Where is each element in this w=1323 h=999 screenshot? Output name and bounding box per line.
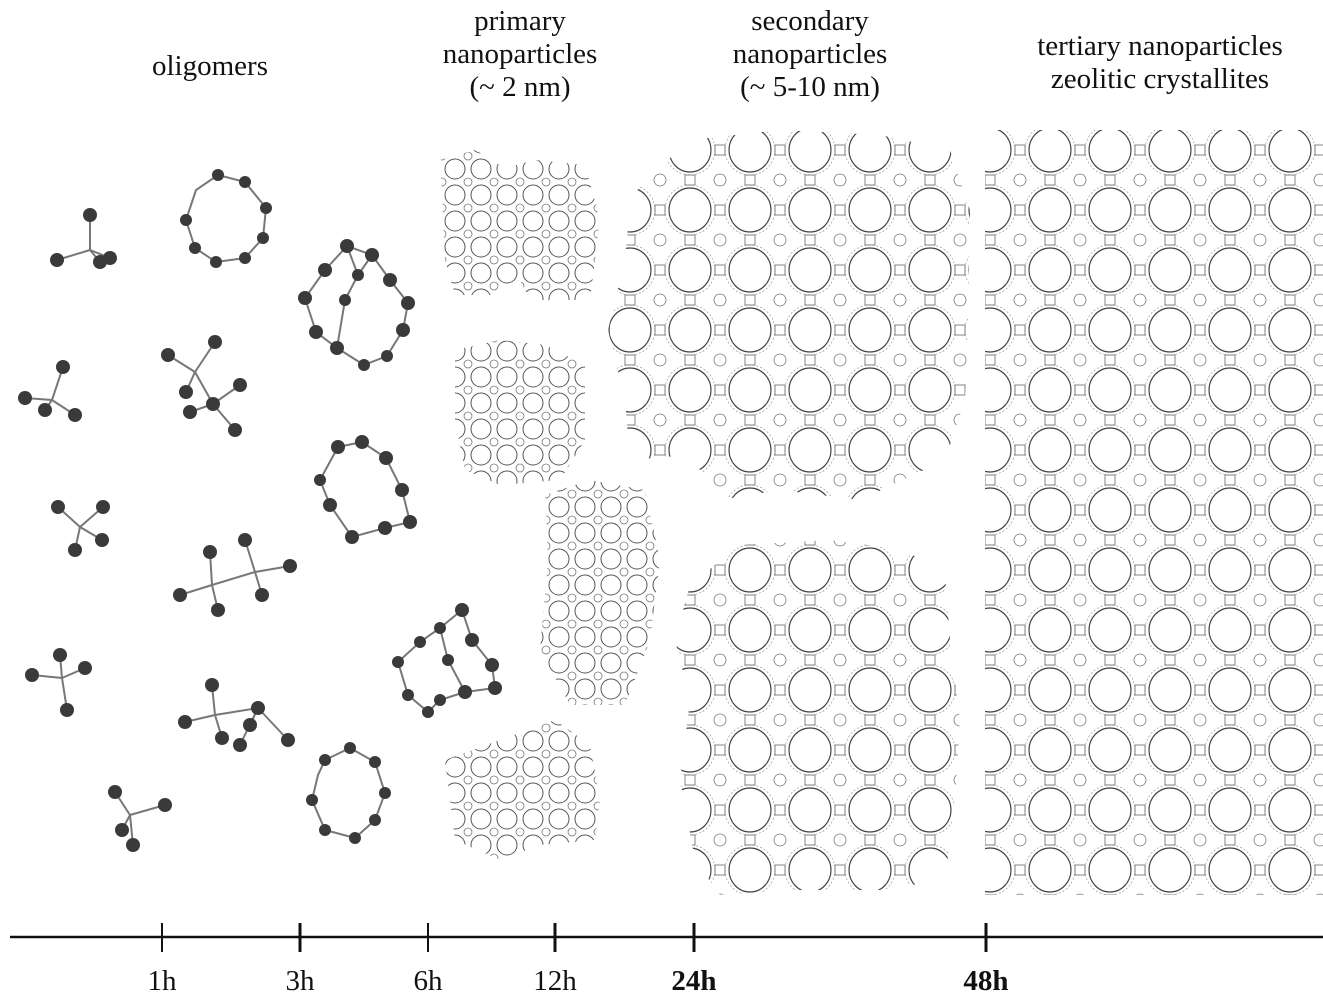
- oligomer-ring: [314, 435, 417, 544]
- timeline-tick-label: 12h: [533, 965, 577, 997]
- stage-label-line: nanoparticles: [442, 38, 598, 70]
- timeline-tick-label: 3h: [286, 965, 316, 997]
- secondary-nanoparticle: [608, 130, 970, 500]
- stage-label-line: tertiary nanoparticles: [1037, 30, 1283, 62]
- stage-label-line: (~ 5-10 nm): [740, 71, 880, 103]
- oligomer-ring: [180, 169, 272, 268]
- primary-nanoparticle: [455, 340, 585, 485]
- oligomer-dimer: [173, 533, 297, 617]
- secondary-nanoparticle: [675, 540, 960, 895]
- timeline-tick-label: 6h: [414, 965, 444, 997]
- oligomer-dimer: [161, 335, 247, 437]
- timeline-tick-label: 48h: [963, 965, 1008, 997]
- stage-label-secondary: secondary nanoparticles (~ 5-10 nm): [680, 5, 940, 104]
- oligomer-cage: [392, 603, 502, 718]
- stage-label-primary: primary nanoparticles (~ 2 nm): [400, 5, 640, 104]
- primary-nanoparticle: [440, 150, 600, 300]
- timeline-axis: 1h 3h 6h 12h 24h 48h: [10, 923, 1323, 997]
- oligomer-monomer: [18, 360, 82, 422]
- oligomer-monomer: [108, 785, 172, 852]
- stage-label-line: (~ 2 nm): [469, 71, 571, 103]
- stage-label-line: primary: [474, 5, 566, 37]
- oligomer-monomer: [25, 648, 92, 717]
- primary-nanoparticle: [540, 480, 660, 705]
- stage-label-tertiary: tertiary nanoparticles zeolitic crystall…: [1000, 30, 1320, 96]
- primary-nanoparticle: [445, 720, 600, 860]
- oligomer-trimer: [178, 678, 295, 752]
- oligomer-double-ring: [298, 239, 415, 371]
- stage-label-line: secondary: [751, 5, 869, 37]
- zeolitic-crystallite: [985, 130, 1323, 895]
- stage-label-line: nanoparticles: [732, 38, 888, 70]
- tertiary-crystallites: [985, 130, 1323, 895]
- secondary-nanoparticles: [608, 130, 970, 895]
- stage-label-oligomers: oligomers: [110, 50, 310, 83]
- stage-label-line: oligomers: [152, 50, 268, 82]
- oligomer-ring: [306, 742, 391, 844]
- timeline-tick-label: 24h: [671, 965, 716, 997]
- oligomer-structures: [18, 169, 502, 852]
- timeline-tick-label: 1h: [148, 965, 178, 997]
- oligomer-monomer: [50, 208, 117, 269]
- stage-label-line: zeolitic crystallites: [1050, 63, 1270, 95]
- oligomer-monomer: [51, 500, 110, 557]
